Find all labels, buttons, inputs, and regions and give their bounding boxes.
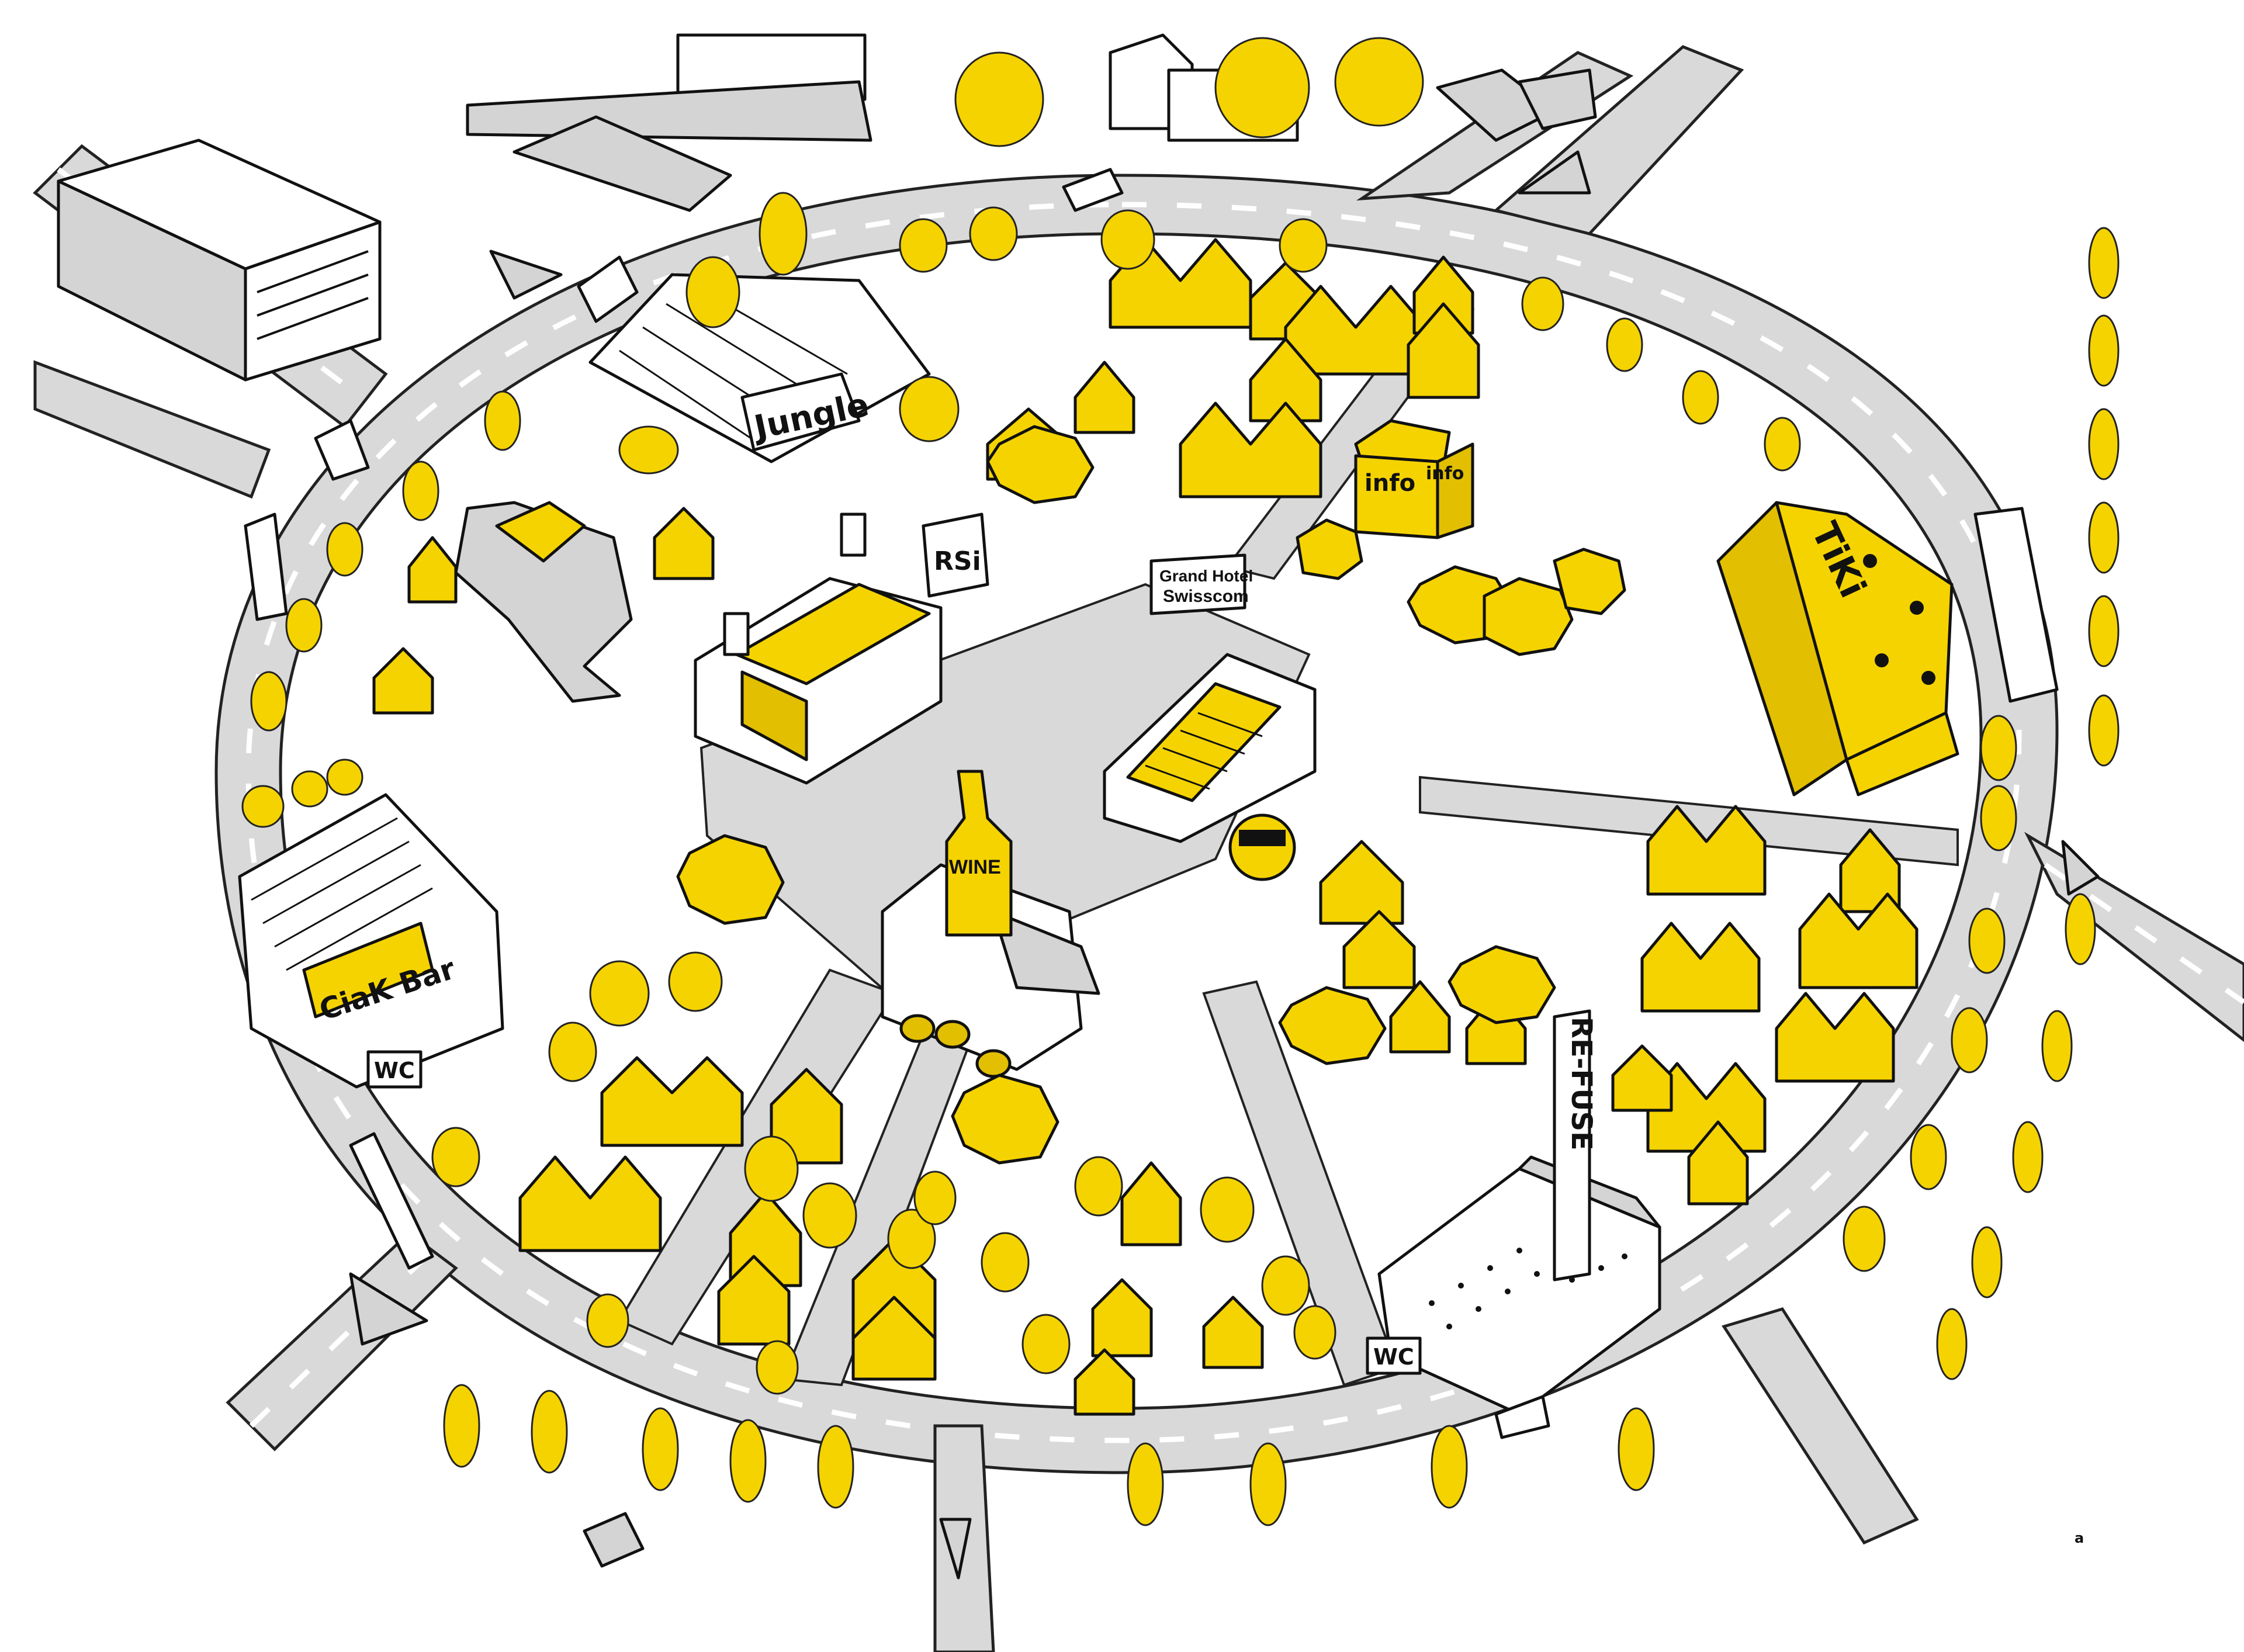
- tents: [372, 238, 1919, 1416]
- tent-cluster-center-east: [1319, 840, 1527, 1065]
- road-east: [2024, 832, 2244, 1043]
- road-east-mark: [2044, 863, 2244, 1005]
- traffic-island-ne: [1518, 150, 1591, 195]
- vehicle-car-south: [1494, 1395, 1550, 1439]
- wc-left-text: WC: [374, 1058, 415, 1083]
- info-front-text: info: [1365, 470, 1415, 497]
- southeast-hall: RE-FUSE WC: [1366, 1009, 1661, 1416]
- tent-cluster-south-left: [518, 1056, 937, 1381]
- wc-bottom-text: WC: [1373, 1344, 1414, 1370]
- rsi-text: RSi: [934, 546, 981, 576]
- vehicles: [244, 168, 2059, 1439]
- parking-garage: [57, 138, 382, 382]
- grand-hotel-text-2: Swisscom: [1163, 587, 1249, 606]
- ground-plaque: [583, 1512, 645, 1568]
- wc-left-sign: [366, 1050, 423, 1089]
- bouncy-castle: [454, 501, 633, 703]
- vehicle-truck-top: [1062, 168, 1124, 212]
- sun-mascot: [1228, 813, 1296, 881]
- umbrella-tents: [676, 425, 1626, 1165]
- jungle-stage: Jungle: [588, 192, 960, 475]
- tent-cluster-west: [372, 507, 715, 715]
- vertical-sign-text: RE-FUSE: [1565, 1017, 1598, 1151]
- traffic-island-sw: [349, 1272, 428, 1346]
- vehicle-car-sw: [349, 1132, 434, 1270]
- traffic-island-s: [939, 1518, 972, 1580]
- vertical-sign-post: [1553, 1009, 1591, 1282]
- trees: [250, 37, 2120, 1526]
- city-buildings-north: [466, 33, 1597, 212]
- vehicle-van-nw: [314, 419, 370, 481]
- vehicle-car-west: [244, 512, 288, 621]
- grand-hotel-text-1: Grand Hotel: [1159, 567, 1253, 585]
- ring-road-lane-mark: [245, 202, 2022, 1443]
- road-southwest-mark: [249, 1248, 435, 1428]
- tent-cluster-south-center: [1073, 1161, 1264, 1416]
- ciak-bar: CiaK Bar WC: [238, 759, 504, 1089]
- wine-building: WINE: [881, 770, 1100, 1078]
- tiki-bar: TiKi: [1716, 501, 1959, 796]
- rsi-billboard: [922, 512, 989, 598]
- traffic-island-nw: [489, 250, 563, 300]
- path-central-plaza: [699, 583, 1311, 995]
- wine-bottle-text: WINE: [949, 856, 1001, 878]
- wine-bottle: [945, 770, 1013, 937]
- vehicle-car-north: [577, 255, 639, 323]
- ciak-bar-sign: [302, 922, 434, 1019]
- tent-cluster-east: [1611, 805, 1919, 1206]
- grand-hotel-sign: [1149, 553, 1246, 615]
- tent-cluster-north: [1109, 238, 1480, 498]
- info-side-text: info: [1426, 463, 1464, 484]
- road-west: [33, 360, 271, 499]
- info-booth: info info: [1354, 419, 1474, 539]
- wc-bottom-sign: [1366, 1336, 1422, 1375]
- vehicle-truck-east: [1973, 507, 2059, 703]
- road-southeast: [1722, 1307, 1919, 1545]
- traffic-island-e: [2061, 840, 2100, 896]
- jungle-sign-board: [740, 372, 861, 452]
- artist-signature: a: [2075, 1530, 2084, 1546]
- main-stage: RSi: [694, 512, 989, 785]
- grand-hotel-grandstand: Grand Hotel Swisscom: [1103, 553, 1317, 843]
